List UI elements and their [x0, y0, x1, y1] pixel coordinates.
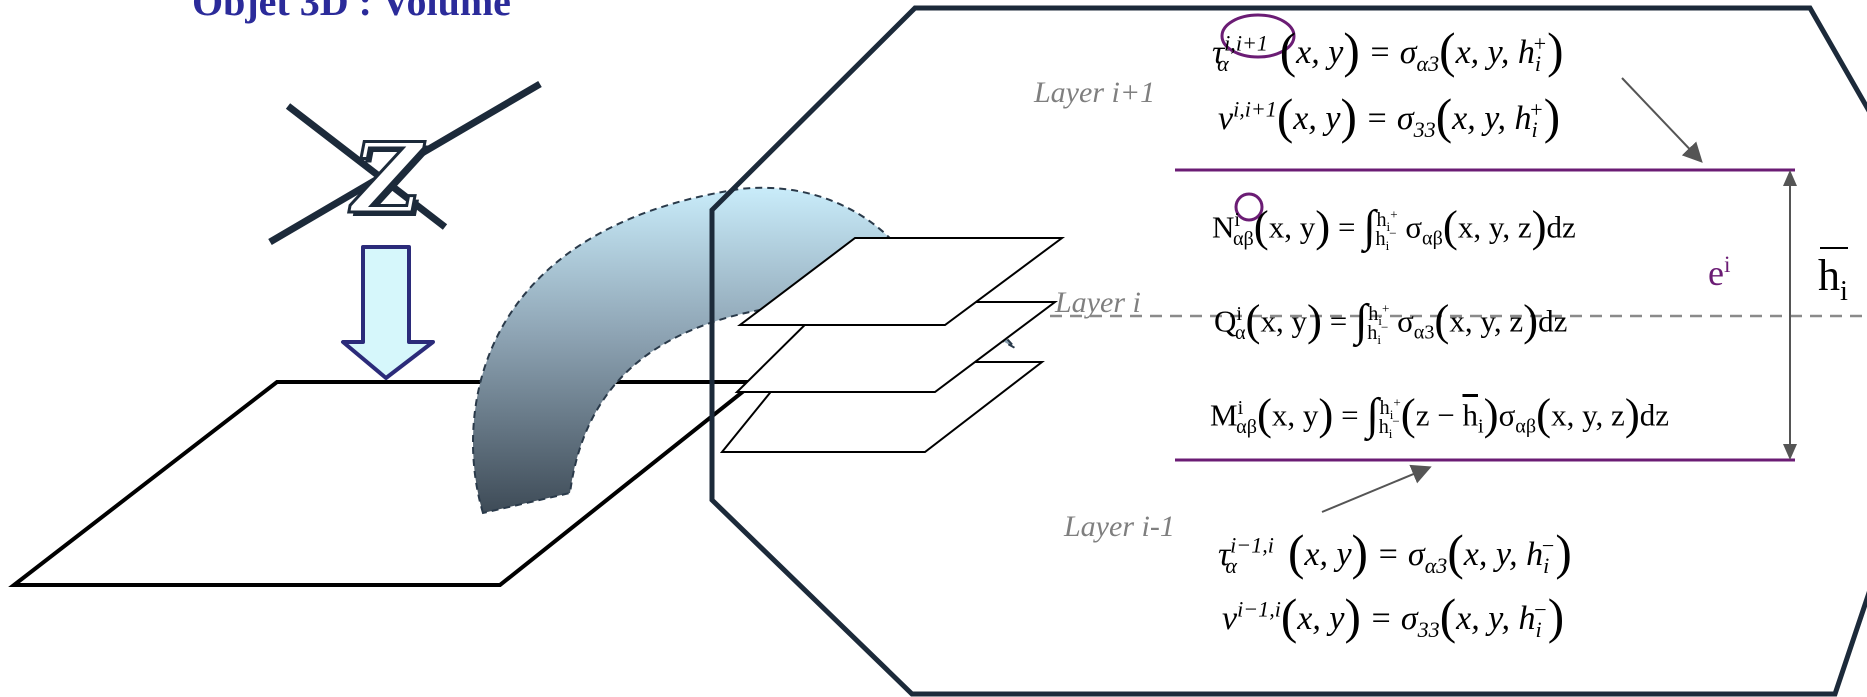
equation-nu-lower: νi−1,i(x, y) = σ33(x, y, hi−) [1222, 589, 1565, 644]
pointer-arrow-lower [1321, 464, 1432, 513]
page-title: Objet 3D : Volume [192, 0, 511, 24]
equation-nu-upper: νi,i+1(x, y) = σ33(x, y, hi+) [1218, 89, 1561, 144]
equation-N: Niαβ(x, y) = ∫hi−hi+ σαβ(x, y, z)dz [1212, 201, 1576, 253]
z-cross-line-b [268, 80, 542, 246]
layer-plate-top [737, 237, 1066, 326]
highlight-sup-upper [1220, 13, 1296, 59]
mean-height-label: hi [1818, 251, 1848, 307]
layer-label-upper: Layer i+1 [1034, 76, 1156, 109]
z-cross-line-a [285, 103, 448, 230]
axis-label-z: Z [350, 121, 423, 237]
pointer-arrow-upper [1621, 77, 1703, 163]
thickness-label: ei [1708, 252, 1731, 293]
thickness-arrow-head-top [1783, 170, 1797, 186]
equation-tau-lower: τi−1,iα(x, y) = σα3(x, y, hi−) [1218, 525, 1572, 580]
highlight-sup-N [1234, 192, 1264, 222]
equation-Q: Qiα(x, y) = ∫hi−hi+ σα3(x, y, z)dz [1214, 295, 1568, 347]
zoom-frame-octagon [709, 5, 1867, 697]
down-arrow [341, 245, 435, 380]
thickness-arrow-head-bottom [1783, 444, 1797, 460]
base-plate [8, 380, 761, 587]
equation-tau-upper: τi,i+1α(x, y) = σα3(x, y, hi+) [1212, 23, 1564, 78]
layer-label-lower: Layer i-1 [1064, 510, 1175, 543]
equation-M: Miαβ(x, y) = ∫hi−hi+(z − hi)σαβ(x, y, z)… [1210, 389, 1670, 441]
layer-label-middle: Layer i [1055, 286, 1141, 319]
